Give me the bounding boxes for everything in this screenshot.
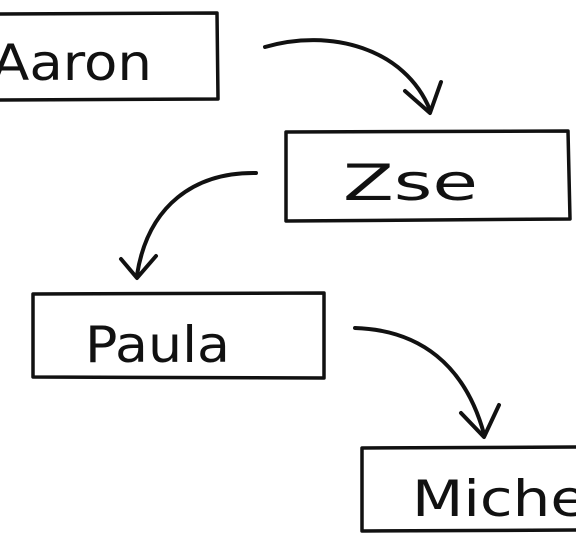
node-zse-label: Zse — [343, 154, 478, 212]
node-aaron-box — [0, 11, 220, 102]
node-michelle-box — [360, 445, 576, 533]
node-michelle: Miche — [360, 445, 576, 533]
arrow-zse-to-paula-line — [135, 170, 258, 277]
node-paula: Paula — [31, 291, 326, 380]
node-aaron-label: Aaron — [0, 34, 152, 92]
arrow-zse-to-paula — [119, 170, 258, 280]
node-michelle-label: Miche — [412, 470, 576, 528]
node-paula-label: Paula — [85, 316, 230, 374]
node-zse: Zse — [284, 129, 572, 223]
node-aaron: Aaron — [0, 11, 220, 102]
arrow-paula-to-michelle-line — [353, 326, 486, 436]
node-paula-box — [31, 291, 326, 380]
arrow-paula-to-michelle — [353, 326, 501, 439]
arrow-aaron-to-zse-head — [403, 80, 443, 115]
arrow-paula-to-michelle-head — [459, 403, 501, 439]
arrow-zse-to-paula-head — [119, 254, 158, 280]
node-zse-box — [284, 129, 572, 223]
arrow-aaron-to-zse — [263, 38, 443, 115]
arrow-aaron-to-zse-line — [263, 38, 432, 112]
